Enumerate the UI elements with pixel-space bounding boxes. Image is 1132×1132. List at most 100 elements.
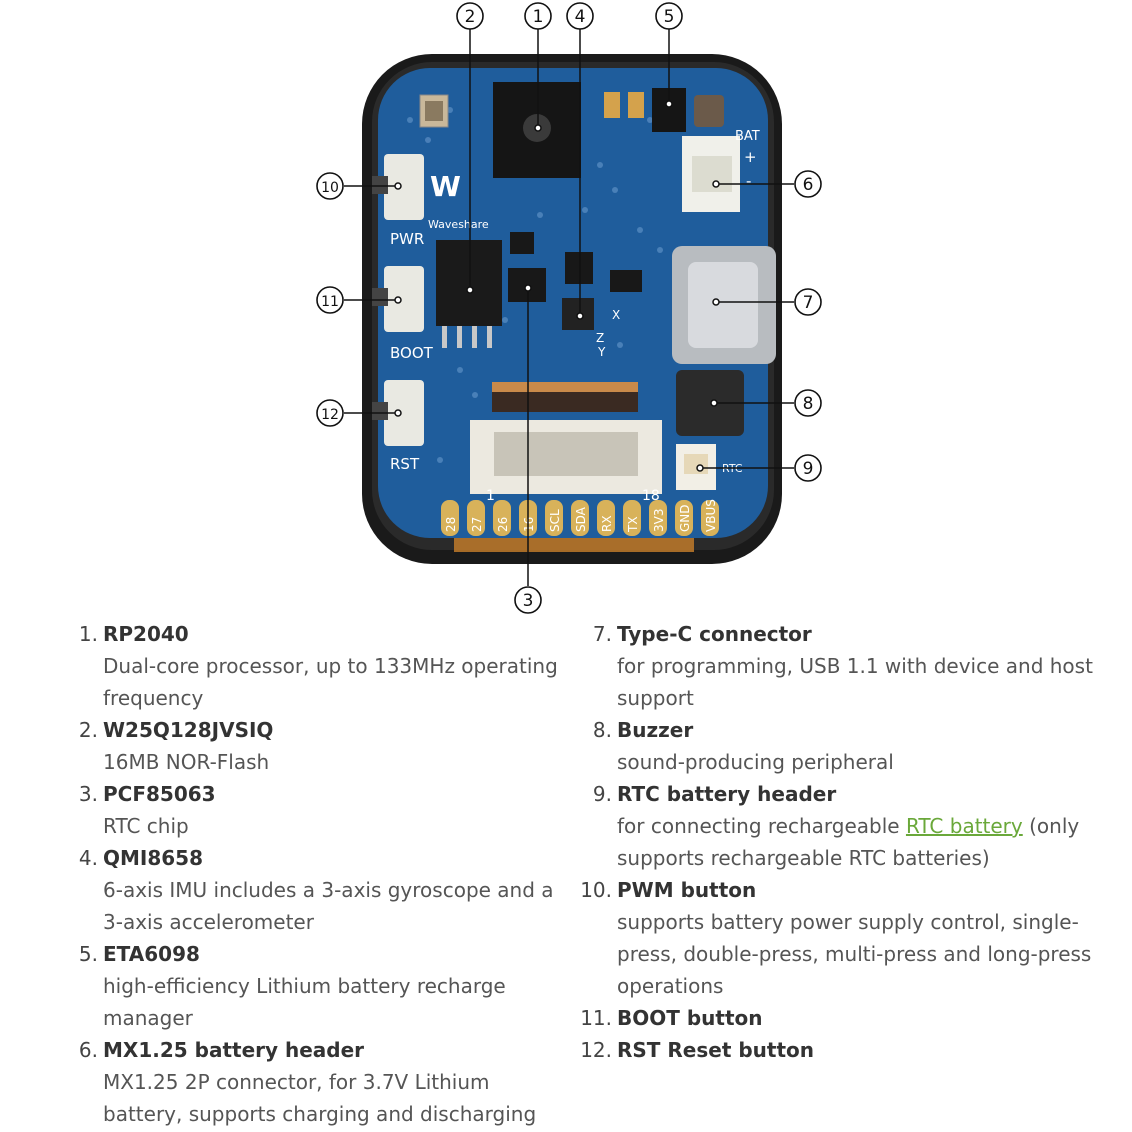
legend-description: 16MB NOR-Flash: [103, 750, 270, 774]
legend-title: QMI8658: [103, 846, 204, 870]
legend-number: 3.: [78, 782, 98, 806]
legend-number: 8.: [592, 718, 612, 742]
callout-circle-6: [794, 170, 822, 198]
callout-circle-8: [794, 389, 822, 417]
pin-pad: [441, 500, 459, 536]
pin-pad: [675, 500, 693, 536]
callout-circle-7: [794, 288, 822, 316]
legend-number: 11.: [580, 1006, 612, 1030]
legend-number: 7.: [592, 622, 612, 646]
pin-label: RX: [600, 515, 614, 532]
legend-title: BOOT button: [617, 1006, 763, 1030]
pin-pad: [701, 500, 719, 536]
callout-number-8: 8: [803, 394, 814, 414]
legend-item: 5.ETA6098 high-efficiency Lithium battery…: [62, 938, 562, 1034]
callout-circle-12: [316, 399, 344, 427]
callout-circle-4: [566, 2, 594, 30]
callout-circle-2: [456, 2, 484, 30]
legend-number: 12.: [580, 1038, 612, 1062]
legend-number: 10.: [580, 878, 612, 902]
callout-number-6: 6: [803, 175, 814, 195]
rst-button: [384, 380, 424, 446]
callout-number-2: 2: [465, 7, 476, 27]
legend-title: PWM button: [617, 878, 757, 902]
callout-number-5: 5: [664, 7, 675, 27]
legend-title: PCF85063: [103, 782, 216, 806]
pin-pad: [649, 500, 667, 536]
rtc-battery-link[interactable]: RTC battery: [905, 814, 1023, 838]
pin-pad: [571, 500, 589, 536]
fpc-pin18-label: 18: [642, 488, 660, 504]
callout-number-7: 7: [803, 293, 814, 313]
callout-number-1: 1: [533, 7, 544, 27]
legend-title: ETA6098: [103, 942, 200, 966]
pin-label: TX: [626, 516, 640, 533]
legend-description: high-efficiency Lithium battery recharge…: [103, 974, 506, 1030]
legend-description: RTC chip: [103, 814, 189, 838]
axis-z-label: Z: [596, 331, 604, 345]
rst-label: RST: [390, 455, 420, 473]
callout-circle-10: [316, 172, 344, 200]
legend-title: Type-C connector: [617, 622, 812, 646]
pin-label: GND: [678, 504, 692, 532]
legend-item: 8.Buzzer sound-producing peripheral: [576, 714, 1096, 778]
legend-title: MX1.25 battery header: [103, 1038, 365, 1062]
legend-number: 1.: [78, 622, 98, 646]
callout-number-10: 10: [321, 180, 339, 196]
callout-number-12: 12: [321, 407, 339, 423]
callout-circle-1: [524, 2, 552, 30]
legend-title: RST Reset button: [617, 1038, 815, 1062]
pin-pad: [597, 500, 615, 536]
callout-number-9: 9: [803, 459, 814, 479]
boot-label: BOOT: [390, 344, 434, 362]
axis-y-label: Y: [597, 345, 606, 359]
legend-title: RTC battery header: [617, 782, 837, 806]
boot-button: [384, 266, 424, 332]
legend-title: RP2040: [103, 622, 189, 646]
legend-item: 12.RST Reset button: [576, 1034, 1096, 1066]
legend-description: supports battery power supply control, s…: [617, 910, 1092, 998]
callout-number-11: 11: [321, 294, 339, 310]
callout-circle-3: [514, 586, 542, 614]
callout-number-3: 3: [523, 591, 534, 611]
waveshare-logo: Waveshare: [428, 218, 489, 231]
fpc-pin1-label: 1: [486, 488, 495, 504]
pin-label: 28: [444, 517, 458, 532]
buzzer: [676, 370, 744, 436]
pwr-button: [384, 154, 424, 220]
callout-circle-9: [794, 454, 822, 482]
pin-label: SDA: [574, 506, 588, 532]
pwr-label: PWR: [390, 230, 424, 248]
pin-label: 16: [522, 517, 536, 532]
callout-circle-11: [316, 286, 344, 314]
legend-description: for programming, USB 1.1 with device and…: [617, 654, 1093, 710]
legend-description: sound-producing peripheral: [617, 750, 894, 774]
pin-label: VBUS: [704, 499, 718, 532]
bat-plus-label: +: [744, 148, 757, 166]
legend-description: 6-axis IMU includes a 3-axis gyroscope a…: [103, 878, 554, 934]
legend-description: MX1.25 2P connector, for 3.7V Lithium ba…: [103, 1070, 537, 1126]
pin-label: SCL: [548, 509, 562, 532]
pin-label: 3V3: [652, 509, 666, 532]
legend-number: 6.: [78, 1038, 98, 1062]
waveshare-logo-mark: W: [430, 170, 461, 203]
legend-number: 4.: [78, 846, 98, 870]
w25q128-flash-chip: [436, 240, 502, 326]
legend-number: 5.: [78, 942, 98, 966]
callout-number-4: 4: [575, 7, 586, 27]
legend-item: 4.QMI8658 6-axis IMU includes a 3-axis gy…: [62, 842, 562, 938]
legend-item: 10.PWM button supports battery power supp…: [576, 874, 1096, 1002]
legend-number: 2.: [78, 718, 98, 742]
legend-title: Buzzer: [617, 718, 694, 742]
board-diagram: BAT + - RTC W Waveshare PWR BOOT RST X Y…: [316, 2, 822, 614]
bat-label: BAT: [735, 129, 760, 144]
pin-pad: [545, 500, 563, 536]
